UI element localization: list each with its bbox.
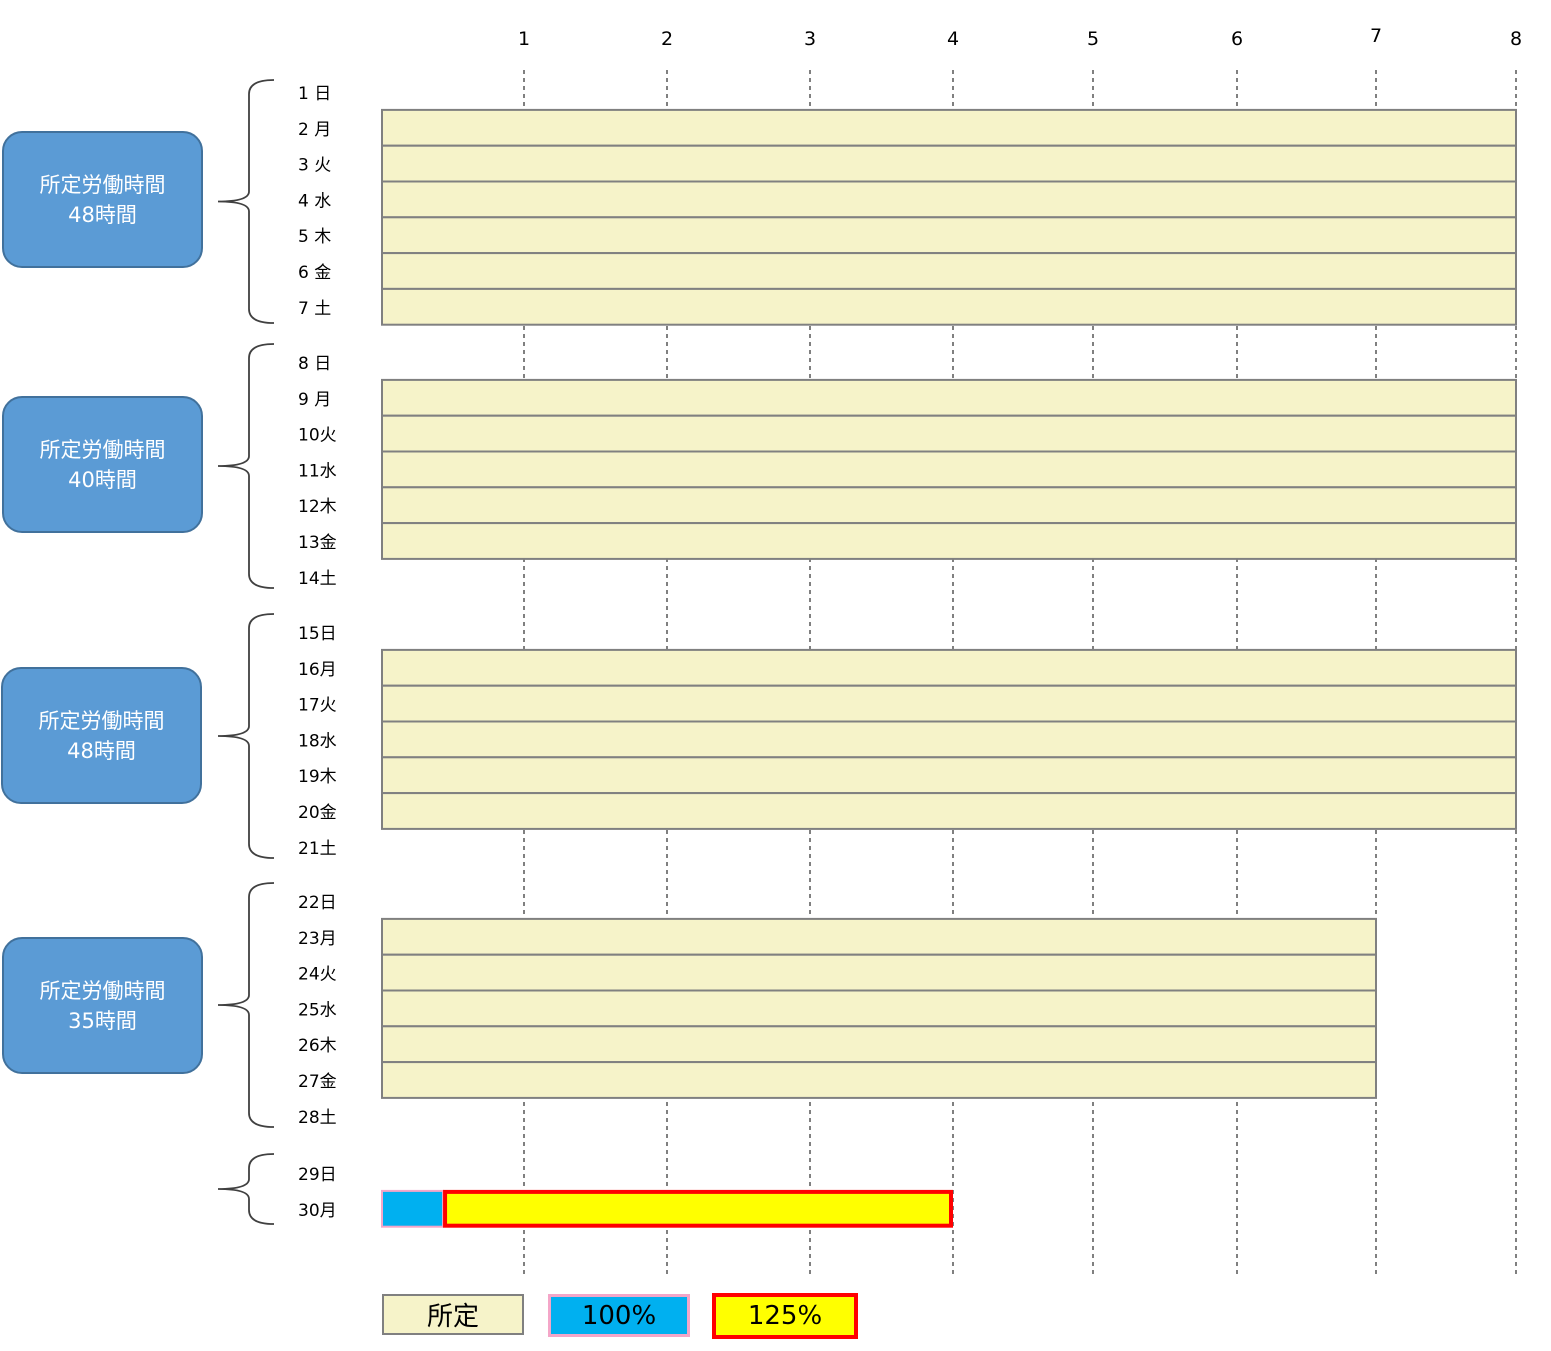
day-label: 14土 [298, 569, 337, 589]
week-box-title: 所定労働時間 [39, 172, 166, 197]
scheduled-bar [381, 917, 1377, 956]
day-label: 17火 [298, 696, 337, 716]
legend-scheduled-label: 所定 [426, 1302, 479, 1332]
scheduled-bar [381, 108, 1517, 147]
day-label: 30月 [298, 1201, 337, 1221]
day-label: 1 日 [298, 84, 331, 104]
scheduled-bar [381, 450, 1517, 489]
day-label: 10火 [298, 426, 337, 446]
scheduled-bar [381, 1025, 1377, 1064]
day-label: 3 火 [298, 156, 331, 176]
day-label: 4 水 [298, 191, 331, 211]
week-box-hours: 48時間 [68, 202, 137, 227]
day-label: 28土 [298, 1108, 337, 1128]
hour-tick-label: 2 [661, 28, 673, 50]
week-hours-box: 所定労働時間 48時間 [1, 667, 202, 804]
hour-tick-label: 3 [804, 28, 816, 50]
day-label: 8 日 [298, 354, 331, 374]
day-label: 20金 [298, 803, 337, 823]
scheduled-bar [381, 1061, 1377, 1099]
pay-125-bar [443, 1189, 953, 1228]
day-label: 15日 [298, 624, 337, 644]
scheduled-bar [381, 792, 1517, 830]
day-label: 7 土 [298, 299, 331, 319]
day-label: 5 木 [298, 227, 331, 247]
week-box-title: 所定労働時間 [39, 437, 166, 462]
day-label: 21土 [298, 839, 337, 859]
day-label: 27金 [298, 1072, 337, 1092]
week-bracket [217, 343, 275, 589]
day-label: 11水 [298, 461, 337, 481]
scheduled-bar [381, 216, 1517, 255]
day-label: 12木 [298, 497, 337, 517]
scheduled-bar [381, 953, 1377, 992]
week-box-title: 所定労働時間 [39, 978, 166, 1003]
legend-pay-125-label: 125% [747, 1301, 823, 1331]
scheduled-bar [381, 720, 1517, 759]
scheduled-bar [381, 648, 1517, 687]
legend-pay-125: 125% [712, 1293, 858, 1339]
scheduled-bar [381, 252, 1517, 290]
legend-pay-100-label: 100% [581, 1300, 657, 1331]
hour-tick-label: 6 [1231, 28, 1243, 50]
week-hours-box: 所定労働時間 48時間 [2, 131, 203, 268]
week-bracket [217, 79, 275, 324]
scheduled-bar [381, 287, 1517, 326]
day-label: 19木 [298, 767, 337, 787]
scheduled-bar [381, 684, 1517, 723]
day-label: 2 月 [298, 120, 331, 140]
hour-tick-label: 7 [1370, 25, 1382, 47]
hour-tick-label: 8 [1510, 28, 1522, 50]
day-label: 22日 [298, 893, 337, 913]
week-bracket [217, 1153, 275, 1225]
week-box-title: 所定労働時間 [38, 708, 165, 733]
scheduled-bar [381, 414, 1517, 453]
week-box-hours: 48時間 [67, 738, 136, 763]
day-label: 13金 [298, 533, 337, 553]
hour-tick-label: 5 [1087, 28, 1099, 50]
scheduled-bar [381, 180, 1517, 219]
hour-tick-label: 4 [947, 28, 959, 50]
day-label: 25水 [298, 1000, 337, 1020]
hour-tick-label: 1 [518, 28, 530, 50]
scheduled-bar [381, 144, 1517, 183]
scheduled-bar [381, 378, 1517, 417]
day-label: 24火 [298, 965, 337, 985]
scheduled-bar [381, 756, 1517, 795]
day-label: 29日 [298, 1165, 337, 1185]
day-label: 16月 [298, 660, 337, 680]
day-label: 6 金 [298, 263, 331, 283]
week-hours-box: 所定労働時間 40時間 [2, 396, 203, 533]
week-hours-box: 所定労働時間 35時間 [2, 937, 203, 1074]
scheduled-bar [381, 522, 1517, 560]
day-label: 18水 [298, 731, 337, 751]
scheduled-bar [381, 486, 1517, 525]
legend-pay-100: 100% [548, 1294, 690, 1337]
legend-scheduled: 所定 [382, 1294, 524, 1335]
week-bracket [217, 613, 275, 859]
day-label: 23月 [298, 929, 337, 949]
pay-100-bar [381, 1189, 445, 1228]
week-bracket [217, 882, 275, 1128]
week-box-hours: 35時間 [68, 1008, 137, 1033]
day-label: 9 月 [298, 390, 331, 410]
day-label: 26木 [298, 1036, 337, 1056]
scheduled-bar [381, 989, 1377, 1028]
week-box-hours: 40時間 [68, 467, 137, 492]
